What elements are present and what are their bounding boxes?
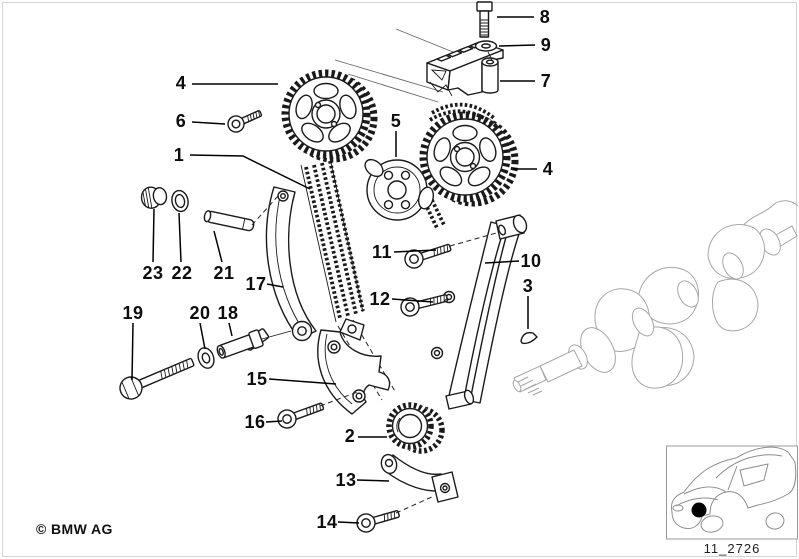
camshaft-sprocket-right bbox=[419, 111, 519, 207]
part-callout-14[interactable]: 14 bbox=[316, 512, 338, 532]
part-callout-1[interactable]: 1 bbox=[173, 145, 185, 165]
car-sketch bbox=[671, 446, 797, 533]
location-dot bbox=[691, 502, 707, 518]
part-callout-19[interactable]: 19 bbox=[122, 303, 144, 323]
pin-21 bbox=[203, 210, 255, 232]
part-callout-5[interactable]: 5 bbox=[390, 111, 402, 131]
bolt-16 bbox=[277, 402, 325, 429]
vehicle-inset bbox=[666, 445, 798, 540]
part-callout-9[interactable]: 9 bbox=[540, 35, 552, 55]
part-callout-23[interactable]: 23 bbox=[142, 263, 164, 283]
part-callout-4[interactable]: 4 bbox=[175, 73, 187, 93]
camshaft-sprocket-left bbox=[281, 69, 378, 163]
part-callout-17[interactable]: 17 bbox=[245, 274, 267, 294]
o-ring-22 bbox=[171, 189, 189, 213]
part-callout-16[interactable]: 16 bbox=[244, 412, 266, 432]
diagram-code: 11_2726 bbox=[703, 541, 761, 556]
washer-9 bbox=[474, 40, 498, 61]
sleeve-18 bbox=[216, 329, 264, 359]
washer-20 bbox=[197, 347, 215, 369]
part-callout-7[interactable]: 7 bbox=[540, 71, 552, 91]
part-callout-22[interactable]: 22 bbox=[171, 263, 193, 283]
lower-guide-13 bbox=[380, 453, 459, 503]
crankshaft-sprocket bbox=[386, 402, 445, 454]
part-callout-6[interactable]: 6 bbox=[175, 111, 187, 131]
bolt-6 bbox=[227, 110, 263, 133]
part-callout-4[interactable]: 4 bbox=[542, 159, 554, 179]
crankshaft bbox=[512, 200, 799, 396]
chain-wrap bbox=[423, 102, 498, 229]
part-callout-10[interactable]: 10 bbox=[520, 251, 542, 271]
bolt-14 bbox=[356, 510, 400, 533]
chain-run-lines bbox=[334, 28, 459, 103]
part-callout-3[interactable]: 3 bbox=[522, 276, 534, 296]
flange-5 bbox=[364, 158, 435, 221]
tensioning-rail-left bbox=[265, 186, 317, 342]
tensioner-bolt-8 bbox=[476, 1, 493, 38]
copyright-notice: © BMW AG bbox=[36, 521, 113, 537]
part-callout-21[interactable]: 21 bbox=[213, 263, 235, 283]
cover-bracket-15 bbox=[243, 318, 391, 415]
bolt-19 bbox=[119, 357, 195, 400]
plug-23 bbox=[140, 186, 168, 209]
part-callout-2[interactable]: 2 bbox=[344, 426, 356, 446]
part-callout-15[interactable]: 15 bbox=[246, 369, 268, 389]
part-callout-8[interactable]: 8 bbox=[539, 7, 551, 27]
part-callout-20[interactable]: 20 bbox=[189, 303, 211, 323]
part-callout-18[interactable]: 18 bbox=[217, 303, 239, 323]
assembly-connectors bbox=[251, 195, 501, 514]
part-callout-11[interactable]: 11 bbox=[371, 242, 393, 262]
tensioning-rail-right bbox=[430, 214, 528, 410]
part-callout-12[interactable]: 12 bbox=[369, 289, 391, 309]
woodruff-key bbox=[520, 331, 538, 345]
part-callout-13[interactable]: 13 bbox=[335, 470, 357, 490]
